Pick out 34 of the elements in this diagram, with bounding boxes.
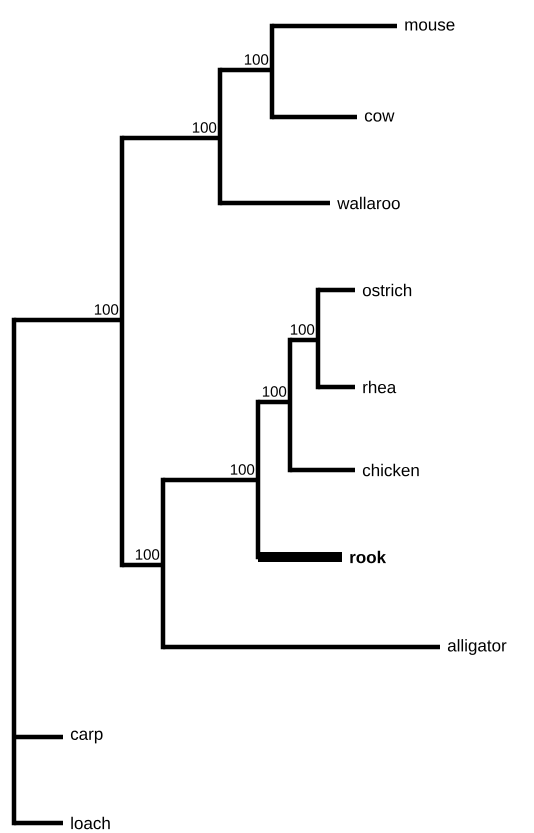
branch-line — [318, 288, 355, 292]
leaf-label: ostrich — [362, 284, 412, 296]
branch-line — [258, 552, 342, 562]
leaf-label: alligator — [448, 639, 506, 655]
branch-line — [272, 114, 357, 120]
bootstrap-value: 100 — [136, 549, 160, 560]
leaf-label: loach — [71, 816, 110, 830]
bootstrap-value: 100 — [94, 304, 118, 315]
branch-line — [14, 734, 63, 740]
leaf-label: carp — [70, 730, 103, 744]
branch-line — [318, 384, 355, 390]
leaf-label: cow — [364, 112, 394, 122]
branch-line — [290, 338, 318, 342]
branch-line — [163, 478, 258, 482]
leaf-label: wallaroo — [337, 196, 400, 210]
bootstrap-value: 100 — [244, 54, 268, 65]
branch-line — [122, 562, 163, 568]
branch-line — [14, 820, 63, 826]
branch-line — [220, 200, 330, 206]
branch-line — [258, 400, 290, 404]
bootstrap-value: 100 — [262, 386, 286, 397]
branch-line — [220, 68, 272, 72]
leaf-label: rhea — [363, 380, 396, 394]
leaf-label: rook — [350, 550, 386, 564]
bootstrap-value: 100 — [230, 464, 254, 475]
branch-line — [122, 136, 220, 140]
branch-line — [14, 318, 122, 322]
bootstrap-value: 100 — [192, 122, 216, 133]
branch-line — [290, 468, 355, 472]
leaf-label: chicken — [362, 464, 419, 476]
branch-line — [163, 644, 440, 650]
leaf-label: mouse — [405, 21, 454, 31]
bootstrap-value: 100 — [290, 324, 314, 335]
branch-line — [272, 24, 397, 28]
